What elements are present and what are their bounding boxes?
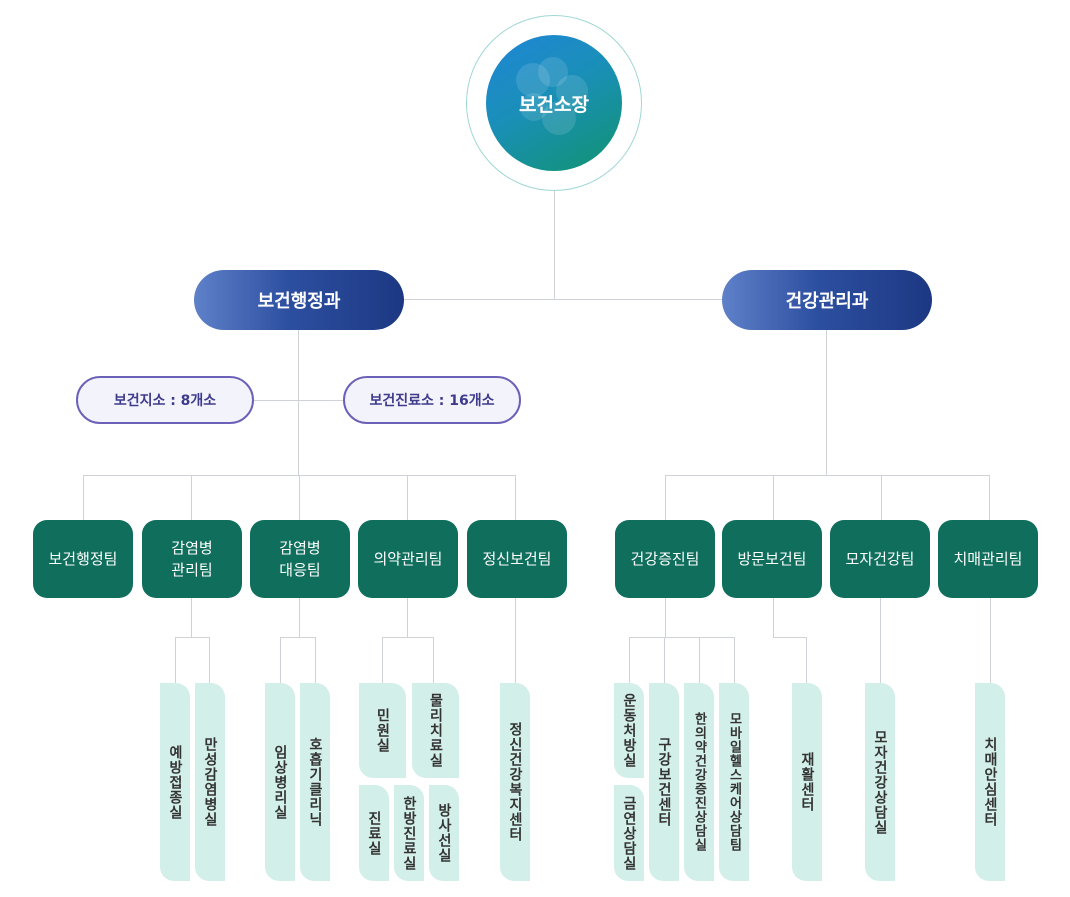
unit-label: 물리치료실: [427, 693, 444, 768]
unit-label: 치매안심센터: [982, 737, 998, 827]
team-health-promotion-label: 건강증진팀: [630, 550, 700, 568]
unit-oral-health[interactable]: 구강보건센터: [649, 683, 679, 881]
unit-exam-room[interactable]: 진료실: [359, 785, 389, 881]
team-admin-label: 보건행정팀: [48, 550, 118, 568]
unit-label: 진료실: [366, 810, 382, 856]
team-medical-mgmt[interactable]: 의약관리팀: [358, 520, 458, 598]
unit-vaccination[interactable]: 예방접종실: [160, 683, 190, 881]
team-mental-health-label: 정신보건팀: [482, 550, 552, 568]
team-maternal-child[interactable]: 모자건강팀: [830, 520, 930, 598]
team-infection-mgmt[interactable]: 감염병 관리팀: [142, 520, 242, 598]
unit-oriental-health-promotion[interactable]: 한의약건강증진상담실: [684, 683, 714, 881]
unit-mental-health-center[interactable]: 정신건강복지센터: [500, 683, 530, 881]
team-dementia[interactable]: 치매관리팀: [938, 520, 1038, 598]
team-health-promotion[interactable]: 건강증진팀: [615, 520, 715, 598]
unit-smoking-cessation[interactable]: 금연상담실: [614, 785, 644, 881]
unit-label: 구강보건센터: [656, 737, 672, 827]
team-maternal-child-label: 모자건강팀: [845, 550, 915, 568]
unit-civil-affairs[interactable]: 민원실: [359, 683, 406, 778]
dept-health-management[interactable]: 건강관리과: [722, 270, 932, 330]
unit-label: 모자건강상담실: [872, 729, 888, 835]
team-infection-response-label: 감염병 대응팀: [279, 539, 321, 579]
unit-label: 모바일헬스케어상담팀: [726, 712, 742, 852]
team-visiting-health-label: 방문보건팀: [737, 550, 807, 568]
unit-rehabilitation[interactable]: 재활센터: [792, 683, 822, 881]
team-mental-health[interactable]: 정신보건팀: [467, 520, 567, 598]
unit-label: 재활센터: [799, 752, 815, 812]
unit-chronic-infection[interactable]: 만성감염병실: [195, 683, 225, 881]
unit-label: 예방접종실: [167, 744, 183, 820]
unit-label: 금연상담실: [621, 795, 637, 871]
unit-dementia-center[interactable]: 치매안심센터: [975, 683, 1005, 881]
unit-respiratory-clinic[interactable]: 호흡기클리닉: [300, 683, 330, 881]
facility-clinics-label: 보건진료소 : 16개소: [369, 393, 495, 409]
team-infection-response[interactable]: 감염병 대응팀: [250, 520, 350, 598]
team-infection-mgmt-label: 감염병 관리팀: [171, 539, 213, 579]
unit-radiology[interactable]: 방사선실: [429, 785, 459, 881]
unit-mobile-healthcare[interactable]: 모바일헬스케어상담팀: [719, 683, 749, 881]
facility-branch-offices-label: 보건지소 : 8개소: [113, 393, 217, 409]
team-medical-mgmt-label: 의약관리팀: [373, 550, 443, 568]
team-admin[interactable]: 보건행정팀: [33, 520, 133, 598]
dept-health-management-label: 건강관리과: [785, 291, 869, 312]
director-label: 보건소장: [519, 93, 589, 116]
team-visiting-health[interactable]: 방문보건팀: [722, 520, 822, 598]
facility-clinics[interactable]: 보건진료소 : 16개소: [343, 376, 521, 424]
unit-label: 호흡기클리닉: [307, 737, 323, 827]
team-dementia-label: 치매관리팀: [953, 550, 1023, 568]
unit-label: 정신건강복지센터: [507, 722, 523, 842]
unit-label: 한의약건강증진상담실: [691, 712, 707, 852]
facility-branch-offices[interactable]: 보건지소 : 8개소: [76, 376, 254, 424]
unit-oriental-medicine[interactable]: 한방진료실: [394, 785, 424, 881]
unit-exercise-prescription[interactable]: 운동처방실: [614, 683, 644, 778]
director-node[interactable]: 보건소장: [486, 35, 622, 171]
dept-admin[interactable]: 보건행정과: [194, 270, 404, 330]
unit-label: 임상병리실: [272, 744, 288, 820]
dept-admin-label: 보건행정과: [257, 291, 341, 312]
unit-physical-therapy[interactable]: 물리치료실: [412, 683, 459, 778]
unit-maternal-child-counseling[interactable]: 모자건강상담실: [865, 683, 895, 881]
unit-clinical-pathology[interactable]: 임상병리실: [265, 683, 295, 881]
unit-label: 한방진료실: [401, 795, 417, 871]
unit-label: 민원실: [374, 708, 391, 753]
unit-label: 방사선실: [436, 803, 452, 863]
unit-label: 운동처방실: [621, 693, 637, 768]
unit-label: 만성감염병실: [202, 737, 218, 827]
